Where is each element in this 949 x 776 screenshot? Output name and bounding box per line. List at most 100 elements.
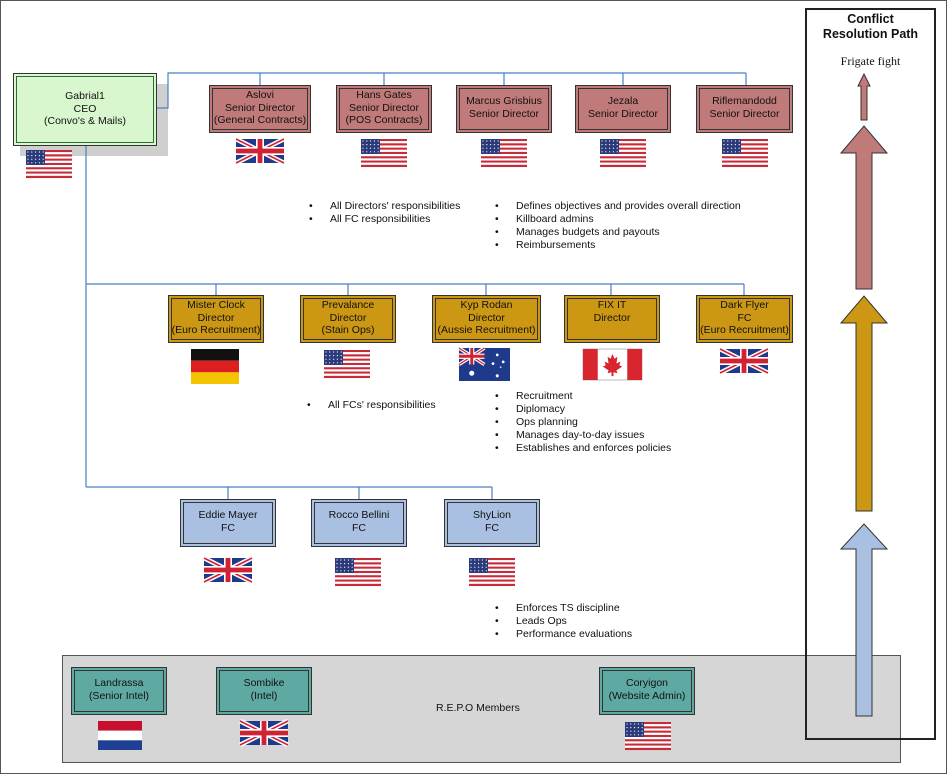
fc-flag-us — [469, 558, 515, 587]
frigate-fight-label: Frigate fight — [840, 54, 901, 68]
senior-director-name: Aslovi — [245, 89, 274, 101]
bullet-item: Ops planning — [492, 416, 671, 429]
box-inner-border — [183, 502, 273, 544]
repo-flag-us — [625, 722, 671, 751]
fc-title: FC — [485, 521, 499, 534]
ceo-inherited-responsibilities: All Directors' responsibilities All FC r… — [306, 200, 460, 226]
bullet-item: Establishes and enforces policies — [492, 442, 671, 455]
repo-member-role: (Intel) — [250, 689, 278, 702]
fc-name: Eddie Mayer — [198, 509, 258, 521]
director-box-mister-clock: Mister Clock Director (Euro Recruitment) — [168, 295, 264, 343]
box-inner-border — [435, 298, 538, 340]
box-inner-border — [699, 88, 790, 130]
senior-director-title: Senior Director — [709, 107, 780, 120]
conflict-resolution-title: Conflict Resolution Path — [805, 12, 936, 42]
director-name: FIX IT — [597, 299, 627, 311]
senior-director-name: Marcus Grisbius — [466, 95, 542, 107]
conflict-title-line-2: Resolution Path — [822, 27, 919, 41]
senior-director-flag-us — [600, 139, 646, 168]
box-inner-border — [578, 88, 668, 130]
conflict-resolution-panel — [805, 8, 936, 740]
senior-director-title: Senior Director — [224, 101, 296, 114]
bullet-item: Defines objectives and provides overall … — [492, 200, 741, 213]
repo-member-box-coryigon: Coryigon (Website Admin) — [599, 667, 695, 715]
fc-duties-list: Enforces TS discipline Leads Ops Perform… — [492, 602, 632, 641]
director-title: Director — [468, 311, 505, 324]
senior-director-name: Hans Gates — [356, 89, 412, 101]
ceo-role: (Convo's & Mails) — [44, 115, 126, 127]
fc-flag-us — [335, 558, 381, 587]
repo-member-name: Sombike — [243, 677, 285, 689]
box-inner-border — [303, 298, 393, 340]
escalation-arrow-ceo-level — [857, 72, 871, 121]
director-title: FC — [737, 311, 752, 324]
director-role: (Euro Recruitment) — [700, 324, 789, 336]
director-box-dark-flyer: Dark Flyer FC (Euro Recruitment) — [696, 295, 793, 343]
bullet-item: Enforces TS discipline — [492, 602, 632, 615]
box-inner-border — [171, 298, 261, 340]
director-name: Dark Flyer — [720, 299, 769, 311]
director-duties-list: Recruitment Diplomacy Ops planning Manag… — [492, 390, 671, 455]
senior-director-box-aslovi: Aslovi Senior Director (General Contract… — [209, 85, 311, 133]
ceo-duties-list: Defines objectives and provides overall … — [492, 200, 741, 252]
fc-box-eddie-mayer: Eddie Mayer FC — [180, 499, 276, 547]
box-inner-border — [212, 88, 308, 130]
bullet-item: Reimbursements — [492, 239, 741, 252]
ceo-flag-us — [26, 150, 72, 179]
senior-director-flag-us — [481, 139, 527, 168]
fc-title: FC — [221, 521, 235, 534]
box-inner-border — [459, 88, 549, 130]
director-name: Mister Clock — [187, 299, 245, 311]
box-inner-border — [74, 670, 164, 712]
director-flag-australia — [458, 346, 510, 381]
box-inner-border — [339, 88, 429, 130]
box-inner-border — [602, 670, 692, 712]
director-role: (Euro Recruitment) — [171, 324, 261, 336]
director-name: Kyp Rodan — [460, 299, 513, 311]
bullet-item: All Directors' responsibilities — [306, 200, 460, 213]
senior-director-title: Senior Director — [587, 107, 659, 120]
bullet-item: Leads Ops — [492, 615, 632, 628]
bullet-item: All FC responsibilities — [306, 213, 460, 226]
senior-director-flag-us — [722, 139, 768, 168]
senior-director-box-riflemandodd: Riflemandodd Senior Director — [696, 85, 793, 133]
box-inner-border — [699, 298, 790, 340]
fc-title: FC — [352, 521, 366, 534]
escalation-arrow-director-level — [839, 295, 889, 512]
senior-director-box-hans-gates: Hans Gates Senior Director (POS Contract… — [336, 85, 432, 133]
repo-flag-uk — [238, 718, 290, 748]
senior-director-role: (General Contracts) — [213, 114, 307, 126]
director-flag-germany — [191, 349, 239, 384]
box-inner-border — [219, 670, 309, 712]
repo-member-role: (Website Admin) — [608, 689, 686, 702]
bullet-item: Manages day-to-day issues — [492, 429, 671, 442]
fc-box-shylion: ShyLion FC — [444, 499, 540, 547]
ceo-title: CEO — [73, 102, 97, 115]
repo-flag-netherlands — [98, 721, 142, 750]
director-box-kyp-rodan: Kyp Rodan Director (Aussie Recruitment) — [432, 295, 541, 343]
director-title: Director — [329, 311, 367, 324]
director-flag-canada — [582, 348, 643, 381]
fc-name: Rocco Bellini — [328, 509, 390, 521]
ceo-box-inner-border — [16, 76, 154, 143]
director-role: (Stain Ops) — [321, 324, 375, 336]
director-flag-us — [324, 350, 370, 379]
senior-director-flag-us — [361, 139, 407, 168]
escalation-arrow-senior-director-level — [839, 125, 889, 290]
box-inner-border — [567, 298, 657, 340]
director-inherited-responsibilities: All FCs' responsibilities — [304, 399, 436, 412]
senior-director-role: (POS Contracts) — [345, 114, 423, 126]
fc-box-rocco-bellini: Rocco Bellini FC — [311, 499, 407, 547]
senior-director-box-jezala: Jezala Senior Director — [575, 85, 671, 133]
conflict-title-line-1: Conflict — [847, 12, 894, 26]
senior-director-title: Senior Director — [468, 107, 540, 120]
box-inner-border — [447, 502, 537, 544]
repo-member-box-landrassa: Landrassa (Senior Intel) — [71, 667, 167, 715]
fc-flag-uk — [202, 555, 254, 585]
bullet-item: All FCs' responsibilities — [304, 399, 436, 412]
director-name: Prevalance — [321, 299, 375, 311]
director-box-prevalance: Prevalance Director (Stain Ops) — [300, 295, 396, 343]
